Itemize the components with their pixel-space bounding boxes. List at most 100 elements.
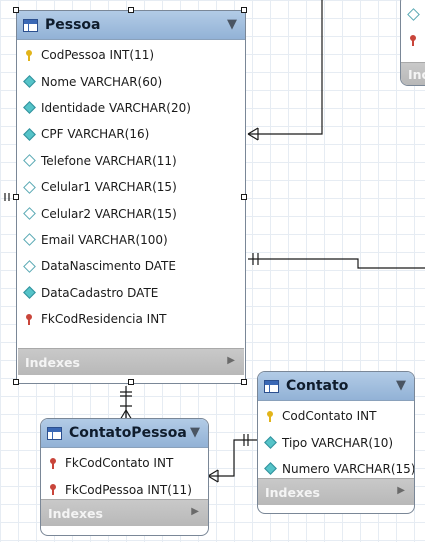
column-list: FkCodContato INT FkCodPessoa INT(11) bbox=[41, 448, 208, 503]
primary-key-icon bbox=[23, 49, 35, 61]
table-icon bbox=[23, 18, 38, 32]
column-label: Email VARCHAR(100) bbox=[41, 232, 168, 247]
crow-foot-marker bbox=[207, 469, 219, 483]
column-label: FkCodResidencia INT bbox=[41, 312, 167, 327]
column-row[interactable]: Telefone VARCHAR(11) bbox=[17, 148, 245, 174]
column-row[interactable]: FkCodContato INT bbox=[41, 450, 208, 476]
indexes-label: Indexes bbox=[48, 505, 103, 521]
entity-title: Pessoa bbox=[45, 17, 101, 33]
column-row[interactable]: DataCadastro DATE bbox=[17, 280, 245, 306]
indexes-bar[interactable]: Indexes ▶ bbox=[41, 499, 208, 526]
column-list: CodContato INT Tipo VARCHAR(10) Numero V… bbox=[258, 401, 414, 482]
entity-pessoa[interactable]: Pessoa ▼ CodPessoa INT(11) Nome VARCHAR(… bbox=[16, 10, 246, 384]
column-label: CodPessoa INT(11) bbox=[41, 48, 155, 63]
entity-title: ContatoPessoa bbox=[69, 425, 187, 441]
selection-handle[interactable] bbox=[241, 379, 247, 385]
column-label: Telefone VARCHAR(11) bbox=[41, 153, 177, 168]
selection-handle[interactable] bbox=[241, 194, 247, 200]
column-label: DataCadastro DATE bbox=[41, 285, 159, 300]
column-row[interactable]: Email VARCHAR(100) bbox=[17, 227, 245, 253]
indexes-bar[interactable]: Indexes ▶ bbox=[258, 478, 414, 505]
expand-arrow-icon[interactable]: ▶ bbox=[191, 506, 199, 517]
selection-handle[interactable] bbox=[241, 7, 247, 13]
foreign-key-icon bbox=[47, 484, 59, 496]
collapse-arrow-icon[interactable]: ▼ bbox=[396, 378, 406, 393]
indexes-label: Inc bbox=[408, 66, 425, 82]
primary-key-icon bbox=[264, 410, 276, 422]
selection-handle[interactable] bbox=[13, 379, 19, 385]
collapse-arrow-icon[interactable]: ▼ bbox=[190, 425, 200, 440]
foreign-key-icon bbox=[407, 35, 419, 47]
column-row[interactable]: C bbox=[401, 1, 425, 27]
collapse-arrow-icon[interactable]: ▼ bbox=[227, 17, 237, 32]
foreign-key-icon bbox=[47, 457, 59, 469]
entity-header[interactable]: ContatoPessoa ▼ bbox=[41, 419, 208, 448]
not-null-column-icon bbox=[22, 286, 36, 300]
entity-title: Contato bbox=[286, 378, 349, 394]
column-row[interactable]: Identidade VARCHAR(20) bbox=[17, 95, 245, 121]
nullable-column-icon bbox=[22, 154, 36, 168]
not-null-column-icon bbox=[263, 462, 277, 476]
column-row[interactable]: CodContato INT bbox=[258, 403, 414, 429]
column-label: Tipo VARCHAR(10) bbox=[282, 435, 394, 450]
one-marker bbox=[252, 253, 259, 265]
nullable-column-icon bbox=[406, 7, 420, 21]
entity-contato[interactable]: Contato ▼ CodContato INT Tipo VARCHAR(10… bbox=[257, 371, 415, 514]
column-label: Celular2 VARCHAR(15) bbox=[41, 206, 177, 221]
column-label: CPF VARCHAR(16) bbox=[41, 127, 150, 142]
column-row[interactable]: CodPessoa INT(11) bbox=[17, 42, 245, 68]
column-row[interactable]: FkCodPessoa INT(11) bbox=[41, 476, 208, 502]
nullable-column-icon bbox=[22, 233, 36, 247]
column-label: Numero VARCHAR(15) bbox=[282, 461, 415, 476]
column-row[interactable]: Tipo VARCHAR(10) bbox=[258, 429, 414, 455]
entity-contato-pessoa[interactable]: ContatoPessoa ▼ FkCodContato INT FkCodPe… bbox=[40, 418, 209, 536]
crow-foot-marker bbox=[247, 127, 259, 141]
column-row[interactable]: Celular2 VARCHAR(15) bbox=[17, 200, 245, 226]
nullable-column-icon bbox=[22, 207, 36, 220]
entity-header[interactable]: Contato ▼ bbox=[258, 372, 414, 401]
column-label: FkCodPessoa INT(11) bbox=[65, 482, 192, 497]
column-label: DataNascimento DATE bbox=[41, 259, 176, 274]
one-marker bbox=[243, 434, 249, 446]
column-label: Celular1 VARCHAR(15) bbox=[41, 180, 177, 195]
selection-handle[interactable] bbox=[13, 7, 19, 13]
column-label: Identidade VARCHAR(20) bbox=[41, 100, 191, 115]
column-list: CodPessoa INT(11) Nome VARCHAR(60) Ident… bbox=[17, 40, 245, 332]
entity-partial-right[interactable]: C F Inc bbox=[400, 0, 425, 86]
relationship-line-top-right[interactable] bbox=[248, 0, 323, 135]
crow-foot-marker bbox=[119, 405, 133, 421]
not-null-column-icon bbox=[22, 101, 36, 115]
column-row[interactable]: F bbox=[401, 27, 425, 53]
indexes-bar[interactable]: Indexes ▶ bbox=[18, 348, 244, 375]
column-label: CodContato INT bbox=[282, 409, 377, 424]
relationship-line-contatopessoa-contato[interactable] bbox=[208, 439, 258, 477]
table-icon bbox=[47, 426, 62, 440]
column-row[interactable]: CPF VARCHAR(16) bbox=[17, 121, 245, 147]
indexes-bar[interactable]: Inc bbox=[401, 62, 425, 85]
foreign-key-icon bbox=[23, 313, 35, 325]
expand-arrow-icon[interactable]: ▶ bbox=[397, 485, 405, 496]
indexes-label: Indexes bbox=[265, 484, 320, 500]
table-icon bbox=[264, 379, 279, 393]
expand-arrow-icon[interactable]: ▶ bbox=[227, 355, 235, 366]
one-marker bbox=[120, 391, 132, 397]
selection-handle[interactable] bbox=[128, 7, 134, 13]
column-row[interactable]: DataNascimento DATE bbox=[17, 253, 245, 279]
relationship-line-right[interactable] bbox=[248, 258, 425, 269]
selection-handle[interactable] bbox=[128, 379, 134, 385]
not-null-column-icon bbox=[263, 436, 277, 449]
nullable-column-icon bbox=[22, 180, 36, 194]
entity-header[interactable]: Pessoa ▼ bbox=[17, 11, 245, 40]
column-row[interactable]: Nome VARCHAR(60) bbox=[17, 68, 245, 94]
relationship-stub-left bbox=[4, 193, 10, 201]
column-row[interactable]: Celular1 VARCHAR(15) bbox=[17, 174, 245, 200]
column-row[interactable]: Numero VARCHAR(15) bbox=[258, 456, 414, 482]
column-row[interactable]: FkCodResidencia INT bbox=[17, 306, 245, 332]
selection-handle[interactable] bbox=[13, 194, 19, 200]
column-label: Nome VARCHAR(60) bbox=[41, 74, 163, 89]
indexes-label: Indexes bbox=[25, 354, 80, 370]
column-label: FkCodContato INT bbox=[65, 456, 174, 471]
not-null-column-icon bbox=[22, 75, 36, 88]
nullable-column-icon bbox=[22, 259, 36, 273]
